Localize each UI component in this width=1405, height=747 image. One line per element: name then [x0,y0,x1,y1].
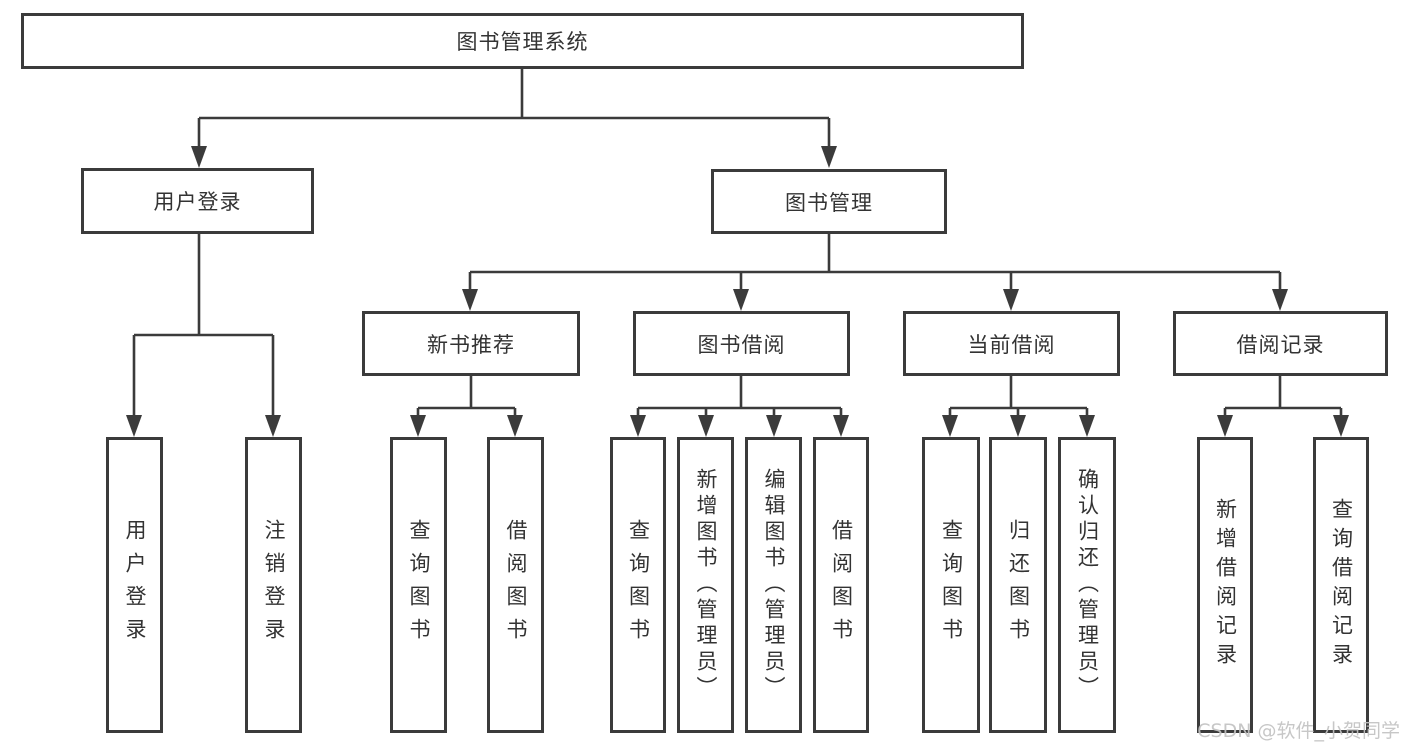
leaf-user-login: 用户登录 [106,437,163,733]
leaf-newbooks-query-books-label: 查询图书 [407,519,431,651]
leaf-records-add-record-label: 新增借阅记录 [1213,498,1238,672]
leaf-current-confirm-return-admin-label: 确认归还（管理员） [1075,468,1100,702]
node-root-system: 图书管理系统 [21,13,1024,69]
node-current-borrow: 当前借阅 [903,311,1120,376]
leaf-records-query-record: 查询借阅记录 [1313,437,1369,733]
watermark-text: CSDN @软件_小贺同学 [1197,720,1400,742]
leaf-logout-label: 注销登录 [262,519,286,651]
node-book-management: 图书管理 [711,169,947,234]
node-borrow-records: 借阅记录 [1173,311,1388,376]
leaf-borrow-borrow-books-label: 借阅图书 [829,519,854,651]
leaf-current-confirm-return-admin: 确认归还（管理员） [1058,437,1116,733]
arrowheads [126,146,1349,437]
leaf-borrow-edit-books-admin: 编辑图书（管理员） [745,437,802,733]
leaf-current-return-books-label: 归还图书 [1006,519,1031,651]
leaf-newbooks-borrow-books-label: 借阅图书 [504,519,528,651]
leaf-current-return-books: 归还图书 [989,437,1047,733]
leaf-records-add-record: 新增借阅记录 [1197,437,1253,733]
leaf-newbooks-borrow-books: 借阅图书 [487,437,544,733]
leaf-user-login-label: 用户登录 [123,519,147,651]
leaf-records-query-record-label: 查询借阅记录 [1329,498,1354,672]
leaf-borrow-edit-books-admin-label: 编辑图书（管理员） [762,468,786,702]
leaf-borrow-borrow-books: 借阅图书 [813,437,869,733]
leaf-borrow-add-books-admin: 新增图书（管理员） [677,437,734,733]
leaf-current-query-books: 查询图书 [922,437,980,733]
leaf-borrow-query-books-label: 查询图书 [626,519,651,651]
leaf-logout: 注销登录 [245,437,302,733]
leaf-current-query-books-label: 查询图书 [939,519,964,651]
leaf-borrow-add-books-admin-label: 新增图书（管理员） [694,468,718,702]
leaf-borrow-query-books: 查询图书 [610,437,666,733]
node-user-login: 用户登录 [81,168,314,234]
leaf-newbooks-query-books: 查询图书 [390,437,447,733]
node-new-book-recommend: 新书推荐 [362,311,580,376]
node-book-borrow: 图书借阅 [633,311,850,376]
